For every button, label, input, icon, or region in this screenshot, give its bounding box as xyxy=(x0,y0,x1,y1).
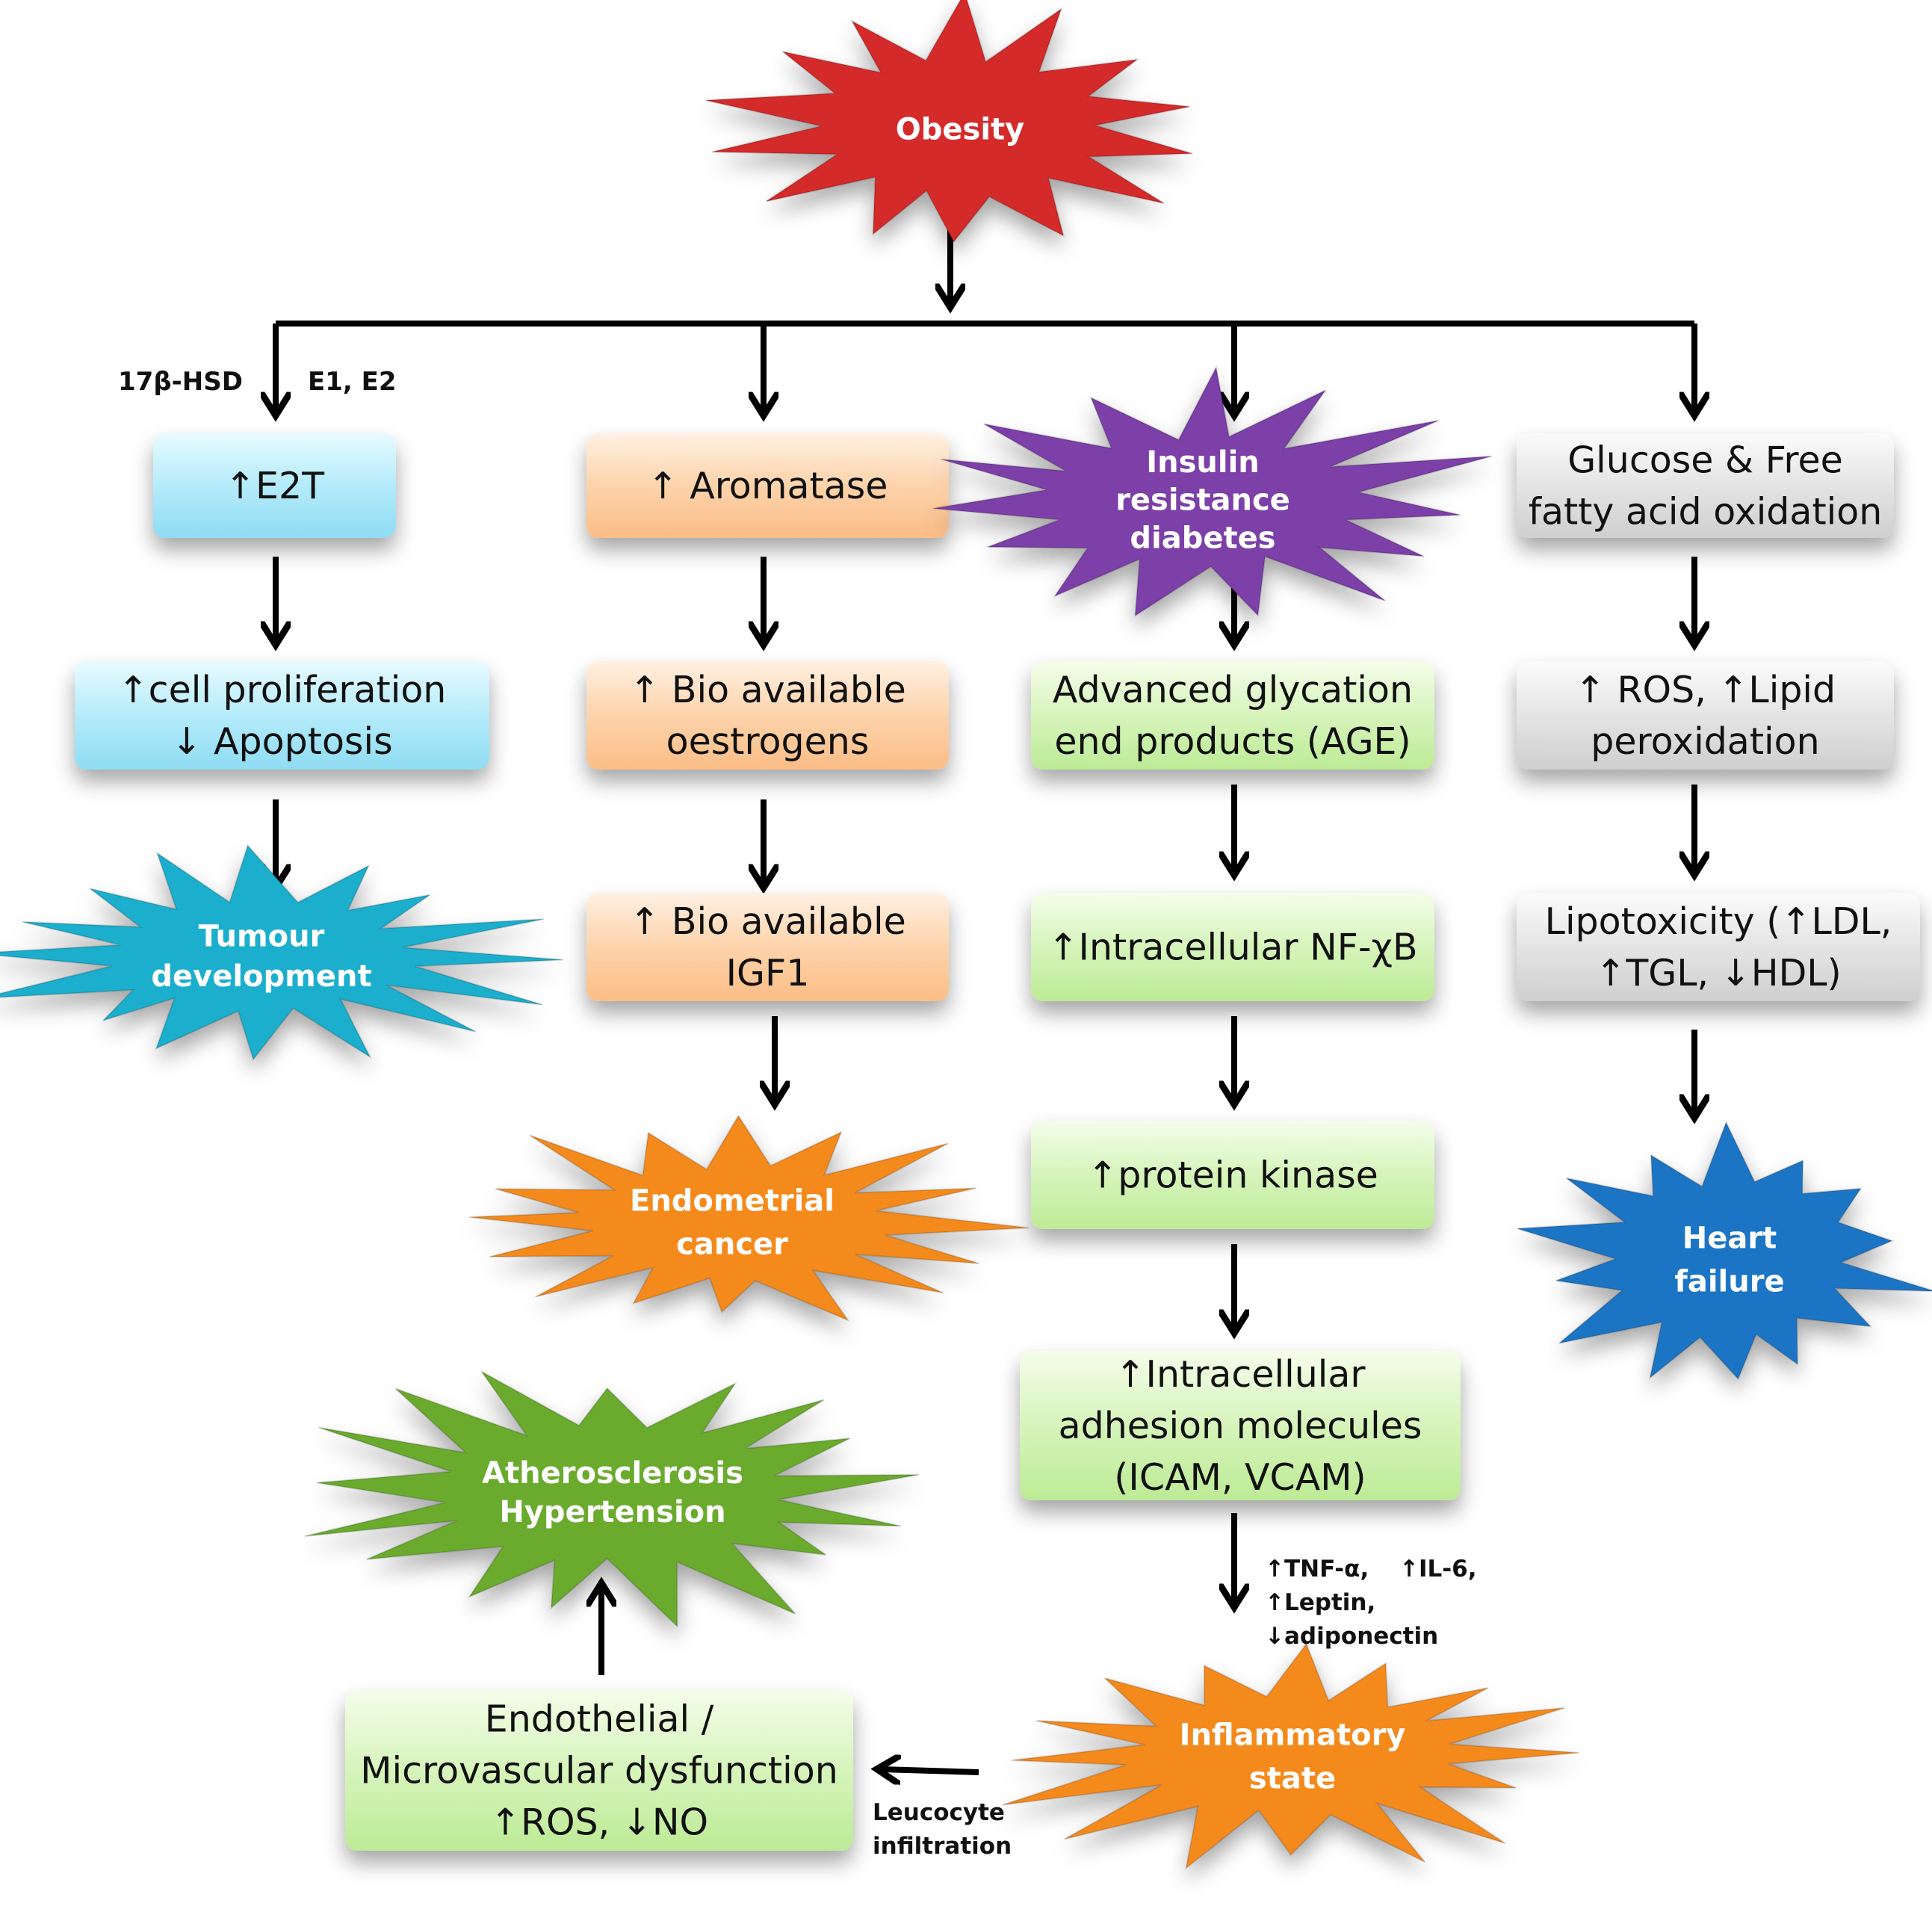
burst-heart-failure: Heart failure xyxy=(1517,1120,1932,1381)
process-boxes: ↑E2T ↑cell proliferation ↓ Apoptosis ↑ Arom… xyxy=(75,433,1920,1851)
burst-obesity-shape xyxy=(705,0,1193,244)
box-igf1-line-1: ↑ Bio available xyxy=(629,900,906,943)
burst-tumour-line-2: development xyxy=(151,959,371,994)
box-lipotoxicity-line-1: Lipotoxicity (↑LDL, xyxy=(1545,900,1892,943)
burst-insulin-line-2: resistance xyxy=(1115,483,1290,518)
box-ros-line-2: peroxidation xyxy=(1591,720,1819,763)
box-glucose-line-2: fatty acid oxidation xyxy=(1529,491,1883,533)
box-endothelial-line-2: Microvascular dysfunction xyxy=(360,1750,838,1792)
box-nfkb-line-1: ↑Intracellular NF-χB xyxy=(1047,926,1417,969)
box-igf1-bg xyxy=(586,893,949,1001)
arrow-inflammatory-endothelial xyxy=(882,1769,979,1772)
burst-endometrial-shape xyxy=(468,1114,1030,1322)
box-oestrogens-line-2: oestrogens xyxy=(666,720,870,763)
box-age-line-1: Advanced glycation xyxy=(1053,669,1413,711)
hormone-label: E1, E2 xyxy=(308,367,397,397)
box-protein-kinase-line-1: ↑protein kinase xyxy=(1087,1154,1378,1197)
box-proliferation-bg xyxy=(75,661,489,770)
cytokine-adiponectin: ↓adiponectin xyxy=(1265,1623,1438,1650)
burst-atherosclerosis-line-1: Atherosclerosis xyxy=(482,1456,743,1491)
box-glucose-line-1: Glucose & Free xyxy=(1567,439,1843,482)
box-lipotoxicity: Lipotoxicity (↑LDL, ↑TGL, ↓HDL) xyxy=(1517,893,1920,1001)
box-age-line-2: end products (AGE) xyxy=(1054,720,1411,763)
box-protein-kinase: ↑protein kinase xyxy=(1031,1121,1434,1229)
burst-endometrial-line-1: Endometrial xyxy=(630,1183,835,1218)
box-endothelial: Endothelial / Microvascular dysfunction ↑R… xyxy=(345,1690,853,1851)
box-age: Advanced glycation end products (AGE) xyxy=(1031,661,1434,770)
leucocyte-label: Leucocyte infiltration xyxy=(873,1799,1012,1860)
burst-inflammatory: Inflammatory state xyxy=(1002,1642,1579,1870)
box-age-bg xyxy=(1031,661,1434,770)
box-adhesion-bg xyxy=(1020,1351,1461,1500)
box-glucose: Glucose & Free fatty acid oxidation xyxy=(1517,433,1894,538)
box-aromatase: ↑ Aromatase xyxy=(586,433,949,538)
box-oestrogens: ↑ Bio available oestrogens xyxy=(586,661,949,770)
box-aromatase-line-1: ↑ Aromatase xyxy=(648,465,888,507)
burst-obesity-line-1: Obesity xyxy=(896,113,1024,147)
box-endothelial-line-3: ↑ROS, ↓NO xyxy=(490,1801,708,1844)
burst-insulin-line-3: diabetes xyxy=(1130,521,1275,555)
box-lipotoxicity-line-2: ↑TGL, ↓HDL) xyxy=(1595,952,1841,994)
burst-atherosclerosis-shape xyxy=(304,1370,920,1629)
cytokine-leptin: ↑Leptin, xyxy=(1265,1589,1375,1616)
box-oestrogens-bg xyxy=(586,661,949,770)
burst-heart-failure-shape xyxy=(1517,1120,1932,1381)
leucocyte-line-1: Leucocyte xyxy=(873,1799,1005,1826)
box-adhesion: ↑Intracellular adhesion molecules (ICAM, V… xyxy=(1020,1351,1461,1500)
burst-heart-failure-line-2: failure xyxy=(1674,1264,1784,1299)
box-e2t-bg xyxy=(153,433,396,538)
box-adhesion-line-1: ↑Intracellular xyxy=(1115,1353,1366,1396)
cytokines-label: ↑TNF-α, ↑IL-6, ↑Leptin, ↓adiponectin xyxy=(1265,1556,1476,1650)
box-ros: ↑ ROS, ↑Lipid peroxidation xyxy=(1517,661,1894,770)
burst-endometrial-line-2: cancer xyxy=(676,1227,788,1261)
burst-obesity: Obesity xyxy=(705,0,1193,244)
burst-inflammatory-line-2: state xyxy=(1249,1761,1336,1795)
connectors xyxy=(276,220,1694,1772)
burst-heart-failure-line-1: Heart xyxy=(1682,1221,1777,1255)
box-ros-line-1: ↑ ROS, ↑Lipid xyxy=(1575,669,1836,711)
burst-endometrial: Endometrial cancer xyxy=(468,1114,1030,1322)
box-protein-kinase-bg xyxy=(1031,1121,1434,1229)
box-adhesion-line-2: adhesion molecules xyxy=(1059,1405,1422,1447)
burst-atherosclerosis-line-2: Hypertension xyxy=(499,1495,725,1529)
burst-inflammatory-line-1: Inflammatory xyxy=(1180,1718,1406,1752)
burst-insulin-shape xyxy=(932,365,1493,618)
box-nfkb: ↑Intracellular NF-χB xyxy=(1031,893,1434,1001)
box-endothelial-bg xyxy=(345,1690,853,1851)
box-ros-bg xyxy=(1517,661,1894,770)
box-endothelial-line-1: Endothelial / xyxy=(485,1698,714,1741)
box-proliferation: ↑cell proliferation ↓ Apoptosis xyxy=(75,661,489,770)
box-lipotoxicity-bg xyxy=(1517,893,1920,1001)
box-oestrogens-line-1: ↑ Bio available xyxy=(629,669,906,711)
box-nfkb-bg xyxy=(1031,893,1434,1001)
leucocyte-line-2: infiltration xyxy=(873,1833,1012,1860)
box-igf1-line-2: IGF1 xyxy=(726,952,810,994)
burst-inflammatory-shape xyxy=(1002,1642,1579,1870)
box-e2t: ↑E2T xyxy=(153,433,396,538)
box-aromatase-bg xyxy=(586,433,949,538)
burst-insulin-line-1: Insulin xyxy=(1146,445,1260,480)
cytokine-tnf: ↑TNF-α, xyxy=(1265,1556,1369,1582)
burst-tumour-shape xyxy=(0,844,564,1062)
box-glucose-bg xyxy=(1517,433,1894,538)
cytokine-il6: ↑IL-6, xyxy=(1399,1556,1476,1582)
box-e2t-line-1: ↑E2T xyxy=(225,465,325,507)
box-proliferation-line-2: ↓ Apoptosis xyxy=(171,720,392,763)
enzyme-label: 17β-HSD xyxy=(118,367,243,397)
burst-tumour-line-1: Tumour xyxy=(199,919,325,953)
burst-tumour: Tumour development xyxy=(0,844,564,1062)
box-proliferation-line-1: ↑cell proliferation xyxy=(118,669,447,711)
box-adhesion-line-3: (ICAM, VCAM) xyxy=(1114,1456,1366,1499)
